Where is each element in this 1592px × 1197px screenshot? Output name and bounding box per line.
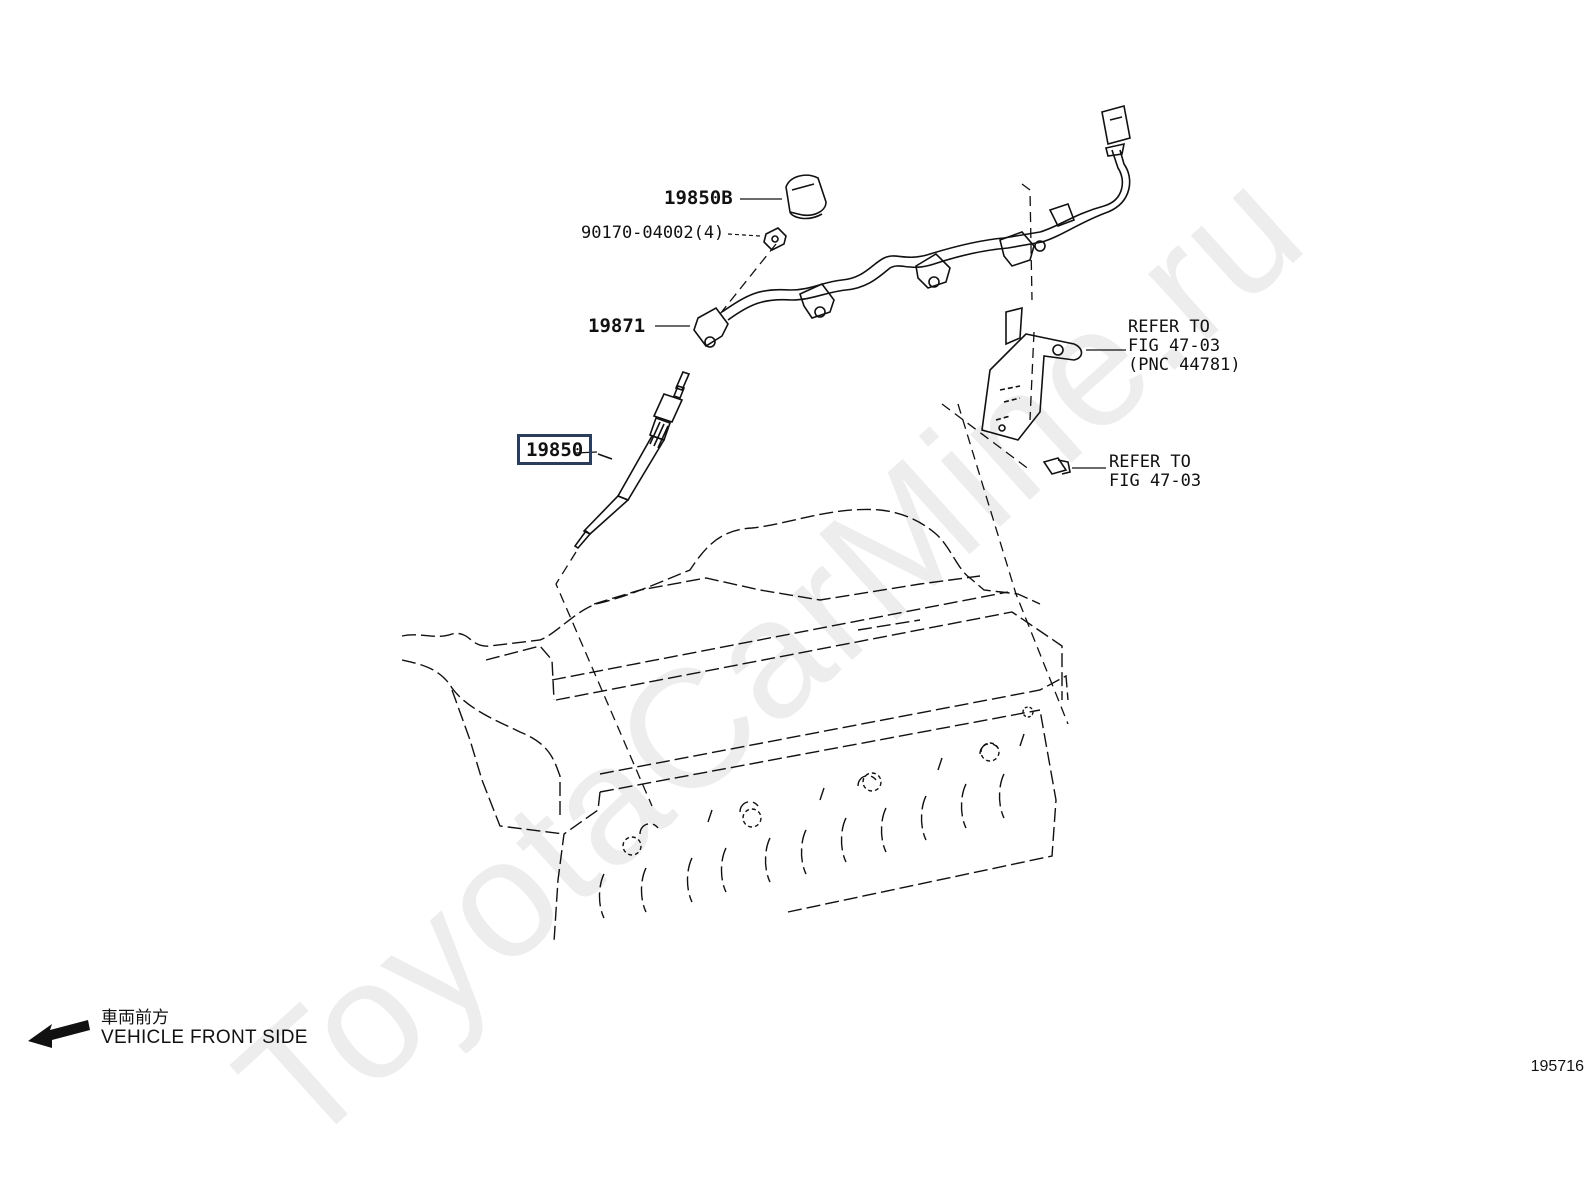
- part-number-19850B[interactable]: 19850B: [664, 187, 733, 209]
- refer-line-2: FIG 47-03: [1109, 471, 1202, 491]
- bolt-drawing: [1042, 457, 1106, 475]
- part-number-19850-highlighted[interactable]: 19850: [517, 434, 593, 465]
- nut-drawing: [727, 227, 787, 251]
- part-number-90170-04002[interactable]: 90170-04002(4): [581, 223, 725, 243]
- wire-harness-drawing: [655, 104, 1131, 348]
- vehicle-front-japanese: 車両前方: [101, 1008, 169, 1028]
- refer-line-1: REFER TO: [1109, 452, 1191, 472]
- engine-block-drawing: [401, 508, 1069, 943]
- refer-to-fig-47-03[interactable]: REFER TO FIG 47-03: [1109, 453, 1201, 491]
- vehicle-front-label: VEHICLE FRONT SIDE: [101, 1027, 308, 1048]
- part-number-19871[interactable]: 19871: [588, 315, 646, 337]
- vehicle-front-arrow-icon: [28, 1020, 90, 1048]
- refer-line-2: FIG 47-03: [1128, 336, 1221, 356]
- refer-to-fig-47-03-pnc[interactable]: REFER TO FIG 47-03 (PNC 44781): [1128, 318, 1241, 375]
- glow-plug-drawing: [573, 371, 691, 550]
- connector-drawing: [740, 174, 827, 220]
- parts-diagram: [28, 104, 1131, 1048]
- refer-line-1: REFER TO: [1128, 317, 1210, 337]
- bracket-drawing: [981, 306, 1126, 441]
- guide-lines: [555, 183, 1069, 807]
- refer-line-3: (PNC 44781): [1128, 355, 1241, 375]
- figure-id: 195716: [1530, 1058, 1584, 1075]
- engine-bosses: [622, 706, 1034, 856]
